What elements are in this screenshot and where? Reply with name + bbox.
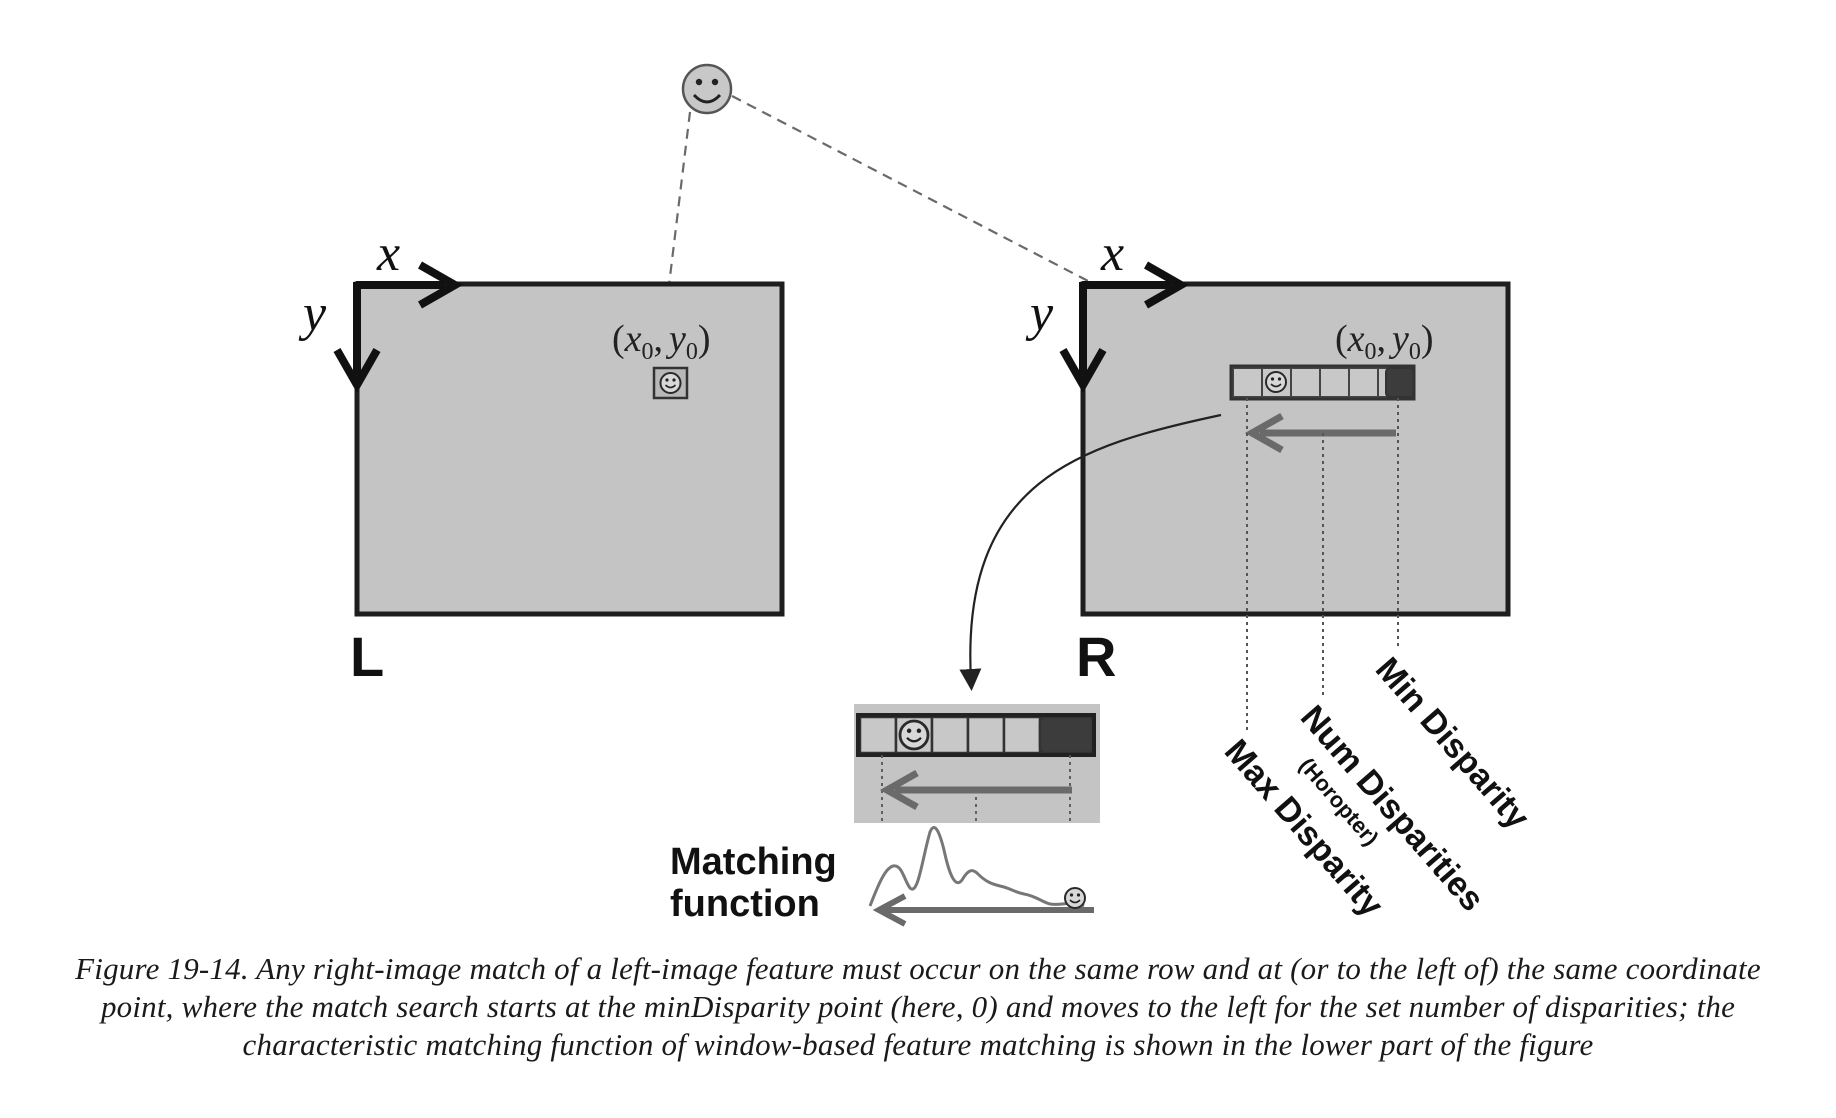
right-point-label: (x0,y0)	[1335, 318, 1434, 365]
sight-line-right	[731, 95, 1091, 283]
left-point-label: (x0,y0)	[612, 318, 711, 365]
observer-smiley-icon	[681, 63, 733, 115]
zoomed-strip-smiley-icon	[898, 719, 930, 751]
left-feature-window	[652, 366, 689, 400]
matching-function-curve	[868, 826, 1085, 908]
matching-function-label-line2: function	[670, 883, 820, 925]
left-x-axis-arrow	[356, 261, 464, 309]
matching-function-plot	[868, 826, 1094, 927]
right-y-axis-label: y	[1025, 285, 1054, 342]
right-x-axis-label: x	[1100, 225, 1124, 282]
zoom-curve-arrow	[959, 413, 1222, 691]
sight-line-left	[667, 111, 692, 286]
right-image-panel	[1080, 281, 1511, 617]
left-y-axis-arrow	[333, 282, 381, 394]
figure-caption: Figure 19-14. Any right-image match of a…	[75, 951, 1761, 1062]
matching-function-label-line1: Matching	[670, 841, 837, 883]
right-image-label: R	[1076, 625, 1116, 688]
right-x-axis-arrow	[1082, 261, 1190, 309]
matching-minimum-smiley-icon	[1064, 887, 1086, 909]
left-image-panel	[354, 281, 785, 617]
right-search-strip	[1229, 364, 1416, 401]
right-strip-smiley-icon	[1265, 371, 1287, 393]
left-image-label: L	[350, 625, 384, 688]
right-y-axis-arrow	[1059, 282, 1107, 394]
left-y-axis-label: y	[298, 285, 327, 342]
right-search-arrow	[1244, 412, 1396, 454]
left-feature-smiley-icon	[659, 372, 682, 394]
zoomed-strip-panel	[854, 704, 1100, 823]
left-x-axis-label: x	[376, 225, 400, 282]
